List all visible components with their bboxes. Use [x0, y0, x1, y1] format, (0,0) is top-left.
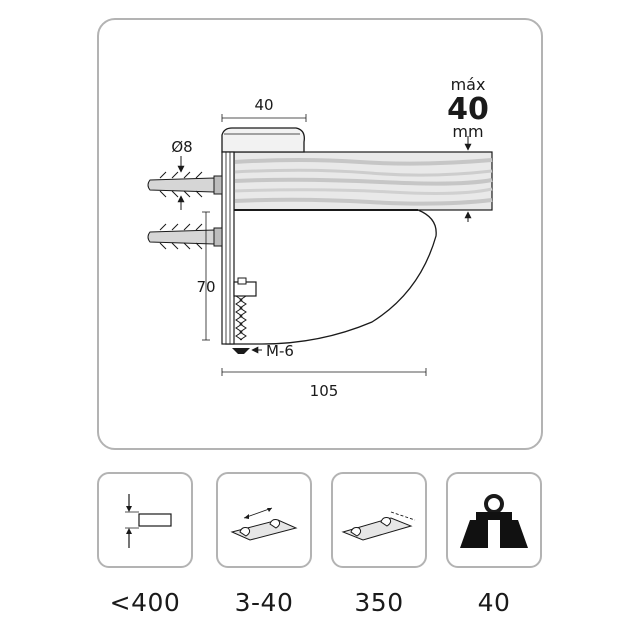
height-label: 70: [196, 278, 215, 296]
depth-label: 105: [310, 382, 339, 400]
spec-box-load: [446, 472, 542, 568]
spec-box-shelf-length: [331, 472, 427, 568]
shelf-board: [233, 151, 493, 211]
wall-plug-top: [147, 171, 223, 198]
spec-value-glass-length: <400: [109, 588, 181, 617]
max-prefix-label: máx: [451, 75, 486, 94]
bracket-top-cap: [221, 127, 305, 153]
weight-icon: [460, 494, 528, 548]
max-unit-label: mm: [452, 122, 483, 141]
max-value-label: 40: [447, 92, 489, 127]
bracket-body: [225, 209, 437, 345]
diameter-label: Ø8: [171, 138, 192, 156]
thickness-range-icon: [230, 507, 298, 541]
spec-box-thickness-range: [216, 472, 312, 568]
wall-plate: [221, 151, 235, 345]
spec-box-glass-length: [97, 472, 193, 568]
bracket-technical-drawing: 40 Ø8 70 M-6 105 máx 40 mm: [147, 75, 493, 400]
screw: [232, 277, 257, 354]
wall-plug-bottom: [147, 223, 223, 250]
technical-drawing-frame: [97, 18, 543, 450]
glass-length-icon: [125, 494, 172, 548]
screw-label: M-6: [266, 342, 294, 360]
shelf-length-icon: [341, 511, 416, 541]
top-width-label: 40: [254, 96, 273, 114]
spec-value-load: 40: [477, 588, 511, 617]
spec-value-shelf-length: 350: [354, 588, 404, 617]
spec-value-thickness-range: 3-40: [234, 588, 294, 617]
